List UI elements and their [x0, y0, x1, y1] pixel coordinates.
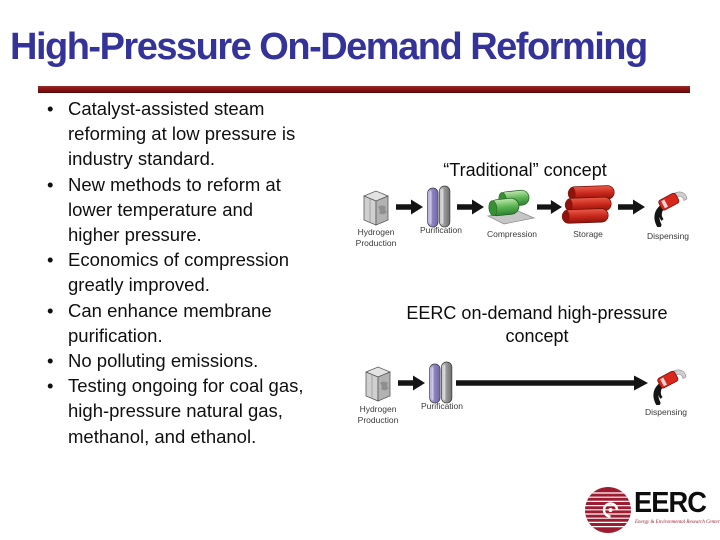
step-label: Hydrogen Production [355, 227, 397, 248]
bullet-list: Catalyst-assisted steam reforming at low… [45, 96, 365, 449]
hydrogen-production-icon [356, 187, 396, 232]
purification-columns-icon [427, 185, 451, 234]
step-label: Hydrogen Production [357, 404, 399, 425]
eerc-logo-text: EERC [634, 487, 707, 519]
arrow-right-icon [398, 375, 425, 396]
bullet-item: Can enhance membrane purification. [45, 298, 365, 348]
bullet-item: Economics of compression greatly improve… [45, 247, 365, 297]
arrow-right-icon [618, 199, 645, 220]
eerc-logo-tagline: Energy & Environmental Research Center [635, 520, 720, 525]
step-label: Storage [573, 229, 603, 239]
eerc-globe-icon [584, 486, 632, 539]
step-label: Compression [486, 229, 538, 239]
purification-columns-icon [429, 361, 453, 410]
eerc-logo: EERC Energy & Environmental Research Cen… [584, 486, 720, 539]
step-label: Purification [419, 225, 463, 235]
arrow-right-icon [537, 199, 562, 220]
step-label: Purification [420, 401, 464, 411]
step-label: Dispensing [646, 231, 690, 241]
arrow-right-icon [457, 199, 484, 220]
bullet-item: Testing ongoing for coal gas, high-press… [45, 373, 365, 449]
bullet-item: New methods to reform at lower temperatu… [45, 172, 365, 248]
storage-tanks-icon [561, 184, 617, 233]
step-label: Dispensing [644, 407, 688, 417]
compression-cylinders-icon [486, 188, 536, 231]
fuel-nozzle-icon [646, 361, 688, 410]
long-arrow-right-icon [456, 375, 648, 396]
traditional-heading: “Traditional” concept [443, 160, 607, 180]
bullet-item: No polluting emissions. [45, 348, 365, 373]
hydrogen-production-icon [358, 363, 398, 408]
title-rule [38, 86, 690, 93]
eerc-concept-heading: EERC on-demand high-pressure concept [406, 303, 668, 346]
arrow-right-icon [396, 199, 423, 220]
page-title: High-Pressure On-Demand Reforming [10, 26, 648, 68]
fuel-nozzle-icon [647, 183, 689, 232]
bullet-item: Catalyst-assisted steam reforming at low… [45, 96, 365, 172]
